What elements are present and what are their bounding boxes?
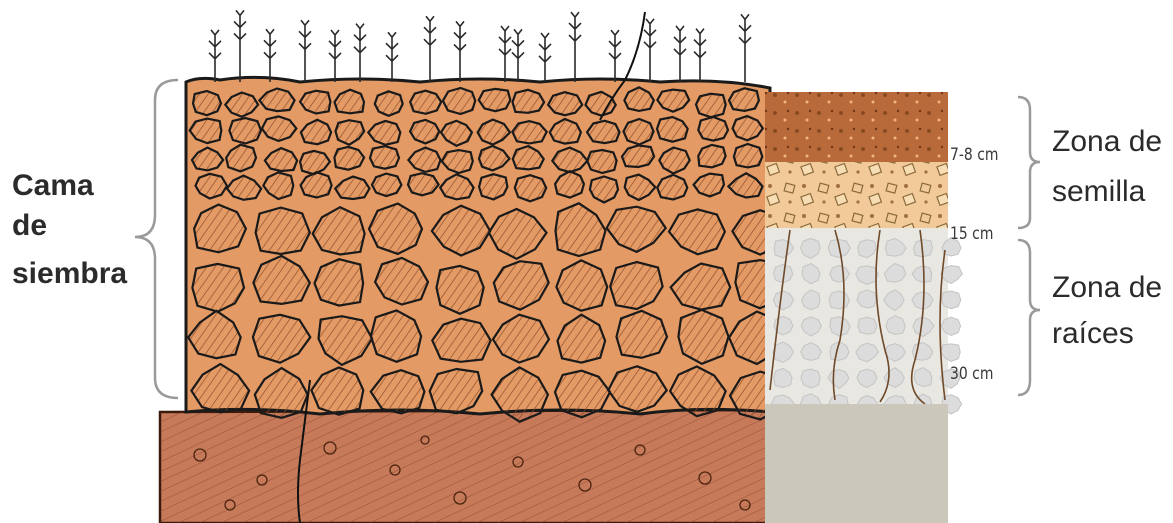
stone xyxy=(801,369,820,388)
soil-clod xyxy=(696,94,726,117)
soil-clod xyxy=(193,91,221,115)
soil-clod xyxy=(622,145,654,167)
stone xyxy=(942,291,961,309)
seed-zone-label-line-1: Zona de xyxy=(1052,122,1162,162)
soil-clod xyxy=(624,119,654,145)
soil-profile xyxy=(765,92,962,523)
depth-mark-7-8cm: 7-8 cm xyxy=(950,145,998,165)
seedling xyxy=(209,30,221,82)
seedling xyxy=(609,30,621,82)
seedling xyxy=(512,29,524,82)
soil-clod xyxy=(334,147,364,170)
soil-clod xyxy=(657,117,688,142)
stone xyxy=(858,317,877,334)
soil-clod xyxy=(678,310,728,364)
seedling xyxy=(454,21,466,82)
seedling xyxy=(499,26,511,82)
seedbed-clods xyxy=(186,77,787,421)
soil-clod xyxy=(698,117,728,141)
soil-clod xyxy=(617,311,668,358)
seedling xyxy=(299,20,311,82)
soil-clod xyxy=(698,145,725,168)
seedling xyxy=(694,29,706,82)
soil-clod xyxy=(479,174,507,199)
depth-mark-15cm: 15 cm xyxy=(950,224,993,244)
soil-clod xyxy=(410,91,441,114)
seedling xyxy=(644,19,656,82)
seed-zone-bracket xyxy=(1018,97,1040,228)
seedling xyxy=(386,32,398,82)
soil-clod xyxy=(430,369,483,413)
seedbed-label-line-1: Cama xyxy=(12,166,94,206)
soil-clod xyxy=(437,266,484,314)
seedlings xyxy=(209,10,751,82)
seedling xyxy=(674,26,686,82)
soil-clod xyxy=(587,150,616,173)
stone xyxy=(857,290,876,308)
seedling xyxy=(539,33,551,82)
seedling xyxy=(424,16,436,82)
seedling xyxy=(569,12,581,82)
seedling xyxy=(234,10,246,82)
soil-clod xyxy=(479,89,511,111)
seedling xyxy=(329,30,341,82)
soil-clod xyxy=(372,174,401,197)
root-zone-label-line-1: Zona de xyxy=(1052,268,1162,308)
seedbed-label-line-2: de xyxy=(12,206,47,246)
soil-clod xyxy=(734,144,762,167)
seedling xyxy=(264,29,276,82)
soil-clod xyxy=(548,92,582,115)
soil-clod xyxy=(513,90,545,113)
root-zone-bracket xyxy=(1018,240,1040,395)
soil-clod xyxy=(370,146,399,169)
soil-clod xyxy=(443,88,475,114)
soil-clod xyxy=(515,175,546,201)
seed-zone-label-line-2: semilla xyxy=(1052,172,1145,212)
soil-clod xyxy=(229,118,261,144)
soil-clod xyxy=(512,121,546,143)
soil-clod xyxy=(315,259,364,305)
depth-mark-30cm: 30 cm xyxy=(950,364,993,384)
soil-clod xyxy=(256,208,310,254)
subsoil-layer xyxy=(160,410,770,523)
seedbed-label-line-3: siembra xyxy=(12,254,127,294)
seedling xyxy=(354,24,366,82)
soil-clod xyxy=(410,120,439,143)
soil-clod xyxy=(657,175,687,200)
soil-clod xyxy=(587,121,619,143)
root-zone-label-line-2: raíces xyxy=(1052,314,1134,354)
soil-clod xyxy=(375,91,403,116)
soil-clod xyxy=(729,88,759,111)
seedbed-bracket xyxy=(135,80,178,398)
seedling xyxy=(739,14,751,82)
